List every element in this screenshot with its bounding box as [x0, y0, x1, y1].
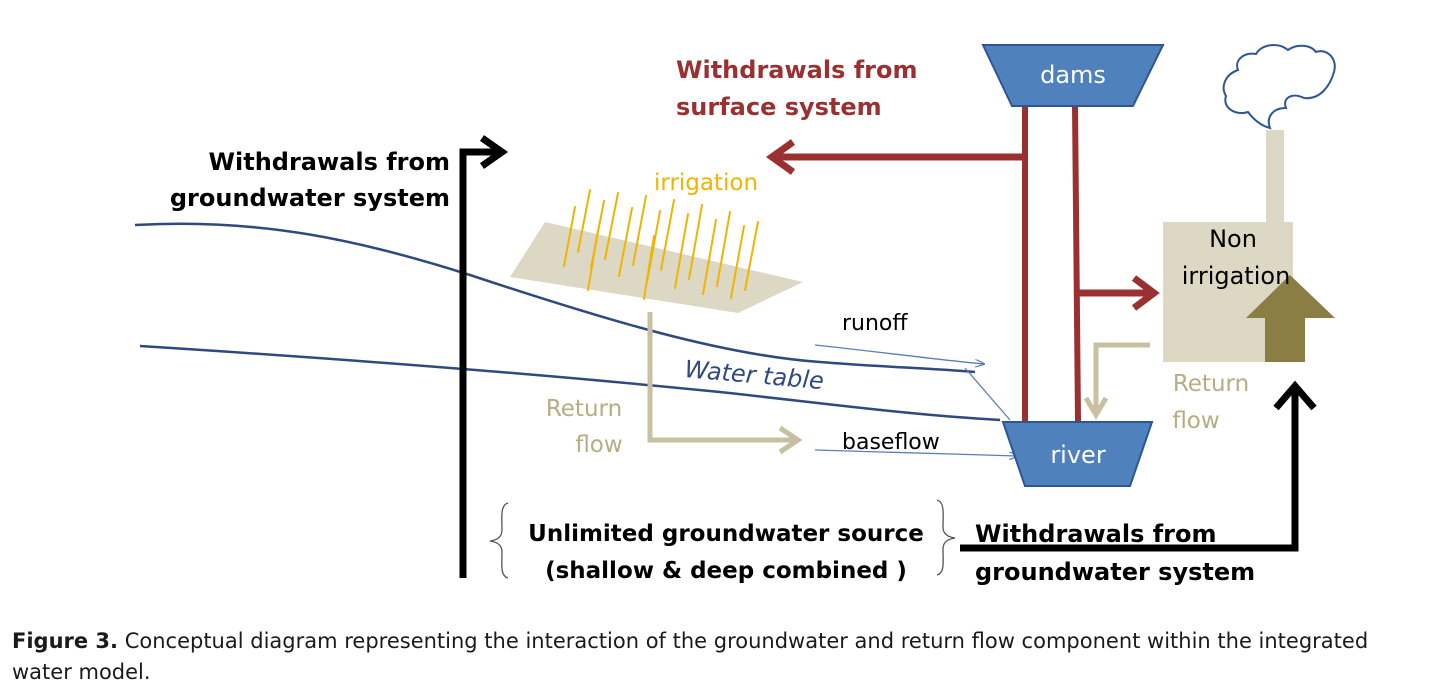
- withdrawals-gw-right-label-line2: groundwater system: [975, 558, 1255, 586]
- dams-label: dams: [1040, 61, 1106, 89]
- withdrawals-gw-right-label-line1: Withdrawals from: [975, 520, 1216, 548]
- irrigation-field: [510, 222, 803, 313]
- water-model-diagram: dams river Withdrawals from surface syst…: [134, 44, 1336, 586]
- runoff-to-river-line: [964, 367, 1011, 421]
- withdrawals-surface-label-line2: surface system: [676, 93, 882, 121]
- unlimited-source-label-line2: (shallow & deep combined ): [545, 558, 907, 584]
- return-flow-left-label-line1: Return: [546, 396, 622, 422]
- figure-caption: Figure 3. Conceptual diagram representin…: [12, 626, 1424, 688]
- return-flow-right-arrow: [1093, 342, 1150, 413]
- dams-box: [981, 44, 1165, 107]
- irrigation-label: irrigation: [654, 170, 758, 196]
- withdrawals-gw-left-arrow: [459, 148, 500, 578]
- baseflow-label: baseflow: [842, 430, 940, 455]
- return-flow-left-label-line2: flow: [575, 432, 622, 458]
- non-irrigation-label-line1: Non: [1209, 225, 1257, 253]
- runoff-arrow: [814, 344, 984, 364]
- withdrawals-gw-left-label-line2: groundwater system: [170, 184, 450, 212]
- unlimited-source-label-line1: Unlimited groundwater source: [528, 521, 924, 547]
- right-brace: [936, 499, 956, 576]
- return-flow-left-arrowhead: [778, 425, 803, 455]
- chimney: [1266, 130, 1284, 225]
- caption-text: Conceptual diagram representing the inte…: [12, 629, 1369, 684]
- baseflow-arrow: [814, 449, 1018, 456]
- river-label: river: [1050, 441, 1106, 469]
- non-irrigation-up-arrow-icon: [1246, 275, 1335, 362]
- withdrawals-gw-left-label-line1: Withdrawals from: [209, 148, 450, 176]
- return-flow-right-label-line1: Return: [1173, 371, 1249, 397]
- caption-label: Figure 3.: [12, 629, 119, 653]
- left-brace: [489, 502, 509, 579]
- withdrawals-surface-label-line1: Withdrawals from: [676, 56, 917, 84]
- return-flow-right-label-line2: flow: [1172, 408, 1219, 434]
- withdrawals-surface-arrowhead: [765, 139, 796, 175]
- withdrawals-gw-right-arrow: [960, 390, 1299, 552]
- dams-to-river-pipe-right: [1072, 104, 1081, 423]
- river-box: [1001, 421, 1154, 487]
- non-irrigation-label-line2: irrigation: [1182, 262, 1291, 290]
- return-flow-left-arrow: [647, 312, 798, 443]
- irrigation-rain-lines: [563, 189, 759, 300]
- runoff-label: runoff: [842, 311, 908, 336]
- upper-water-line: [134, 222, 976, 374]
- withdrawals-gw-left-arrowhead: [479, 135, 509, 169]
- return-flow-right-arrowhead: [1083, 396, 1109, 420]
- withdrawals-gw-right-arrowhead: [1273, 380, 1317, 411]
- smoke-cloud-icon: [1222, 44, 1336, 130]
- to-non-irrigation-arrowhead: [1131, 275, 1160, 311]
